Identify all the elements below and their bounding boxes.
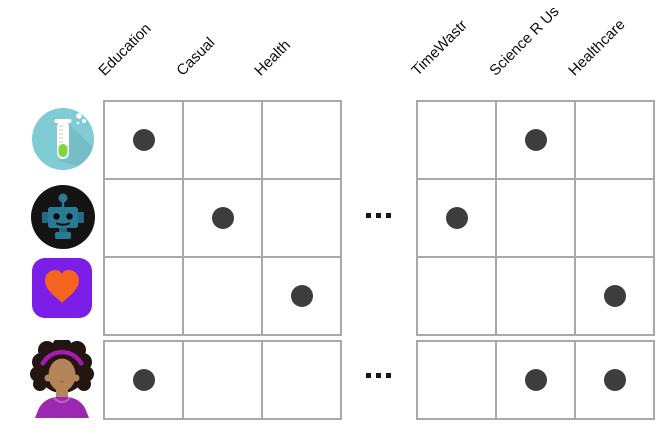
matrix-cell-r4-c3 [576,342,655,420]
matrix-grid-right-apps [416,100,655,336]
matrix-cell-r4-c2 [497,342,576,420]
matrix-cell-r3-c1 [105,258,184,336]
ellipsis-row-4 [366,373,391,378]
selection-dot [211,207,234,229]
matrix-cell-r3-c2 [497,258,576,336]
matrix-cell-r2-c3 [576,180,655,258]
ellipsis-row-2 [366,213,391,218]
woman-avatar-icon [30,340,94,418]
matrix-cell-r3-c2 [184,258,263,336]
matrix-grid-left-apps [103,100,342,336]
matrix-cell-r2-c3 [263,180,342,258]
column-label-health: Health [251,36,294,80]
column-label-casual: Casual [173,34,219,80]
selection-dot [132,129,155,151]
heart-app-icon [32,258,92,318]
ellipsis-dot [376,373,381,378]
matrix-cell-r3-c3 [263,258,342,336]
selection-dot [524,129,547,151]
ellipsis-dot [376,213,381,218]
selection-dot [290,285,313,307]
selection-dot [524,369,547,391]
matrix-grid-left-user [103,340,342,420]
matrix-cell-r3-c1 [418,258,497,336]
robot-app-icon [31,185,95,249]
matrix-cell-r1-c1 [105,102,184,180]
matrix-cell-r4-c1 [105,342,184,420]
matrix-cell-r2-c2 [497,180,576,258]
ellipsis-dot [366,213,371,218]
selection-dot [445,207,468,229]
matrix-cell-r1-c1 [418,102,497,180]
ellipsis-dot [366,373,371,378]
matrix-cell-r3-c3 [576,258,655,336]
ellipsis-dot [386,373,391,378]
column-label-timewastr: TimeWastr [408,16,471,80]
ellipsis-dot [386,213,391,218]
matrix-cell-r4-c1 [418,342,497,420]
matrix-cell-r2-c2 [184,180,263,258]
test-tube-app-icon [32,108,94,170]
column-label-education: Education [95,20,155,80]
matrix-cell-r4-c3 [263,342,342,420]
matrix-cell-r1-c2 [184,102,263,180]
selection-dot [603,369,626,391]
matrix-cell-r2-c1 [105,180,184,258]
matrix-cell-r1-c2 [497,102,576,180]
matrix-cell-r4-c2 [184,342,263,420]
column-label-science-r-us: Science R Us [486,3,563,80]
selection-dot [603,285,626,307]
column-label-healthcare: Healthcare [565,15,629,80]
matrix-cell-r1-c3 [263,102,342,180]
matrix-grid-right-user [416,340,655,420]
matrix-cell-r1-c3 [576,102,655,180]
matrix-cell-r2-c1 [418,180,497,258]
selection-dot [132,369,155,391]
